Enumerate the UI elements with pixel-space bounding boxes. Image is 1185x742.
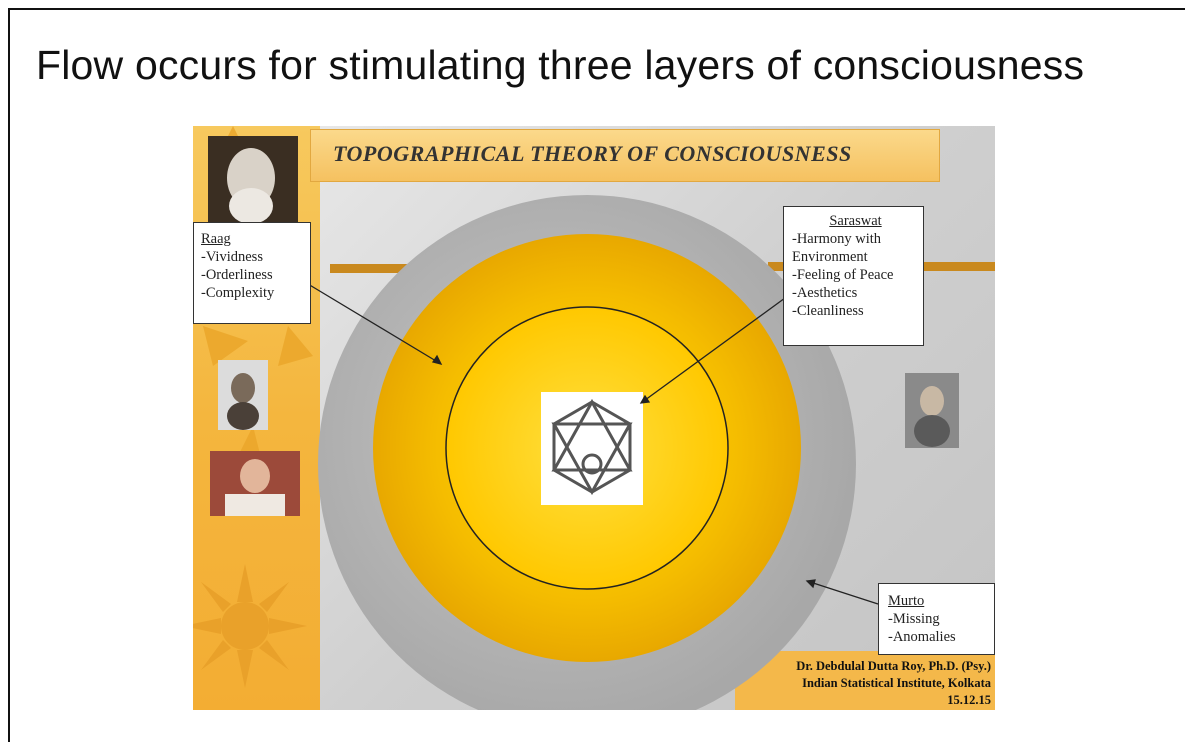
credit-date: 15.12.15 <box>741 692 991 709</box>
slide-image: TOPOGRAPHICAL THEORY OF CONSCIOUSNESS <box>193 126 995 710</box>
saraswat-heading: Saraswat <box>792 212 919 230</box>
saraswat-label-box: Saraswat -Harmony with Environment -Feel… <box>783 206 924 346</box>
saraswat-item: -Cleanliness <box>792 302 919 320</box>
page-title: Flow occurs for stimulating three layers… <box>36 42 1084 89</box>
author-credit: Dr. Debdulal Dutta Roy, Ph.D. (Psy.) Ind… <box>741 658 991 709</box>
murto-heading: Murto <box>888 592 994 610</box>
credit-institute: Indian Statistical Institute, Kolkata <box>741 675 991 692</box>
murto-label-box: Murto -Missing -Anomalies <box>878 583 995 655</box>
portrait-figure-three <box>210 451 300 516</box>
saraswat-item: -Aesthetics <box>792 284 919 302</box>
murto-item: -Anomalies <box>888 628 994 646</box>
raag-label-box: Raag -Vividness -Orderliness -Complexity <box>193 222 311 324</box>
portrait-aurobindo <box>218 360 268 430</box>
frame-top-border <box>8 8 1185 10</box>
saraswat-item: -Harmony with <box>792 230 919 248</box>
murto-item: -Missing <box>888 610 994 628</box>
raag-item: -Orderliness <box>201 266 310 284</box>
hexagon-symbol-icon <box>541 392 643 505</box>
saraswat-item: -Feeling of Peace <box>792 266 919 284</box>
raag-item: -Vividness <box>201 248 310 266</box>
credit-author: Dr. Debdulal Dutta Roy, Ph.D. (Psy.) <box>741 658 991 675</box>
saraswat-item: Environment <box>792 248 919 266</box>
portrait-tagore <box>208 136 298 224</box>
raag-heading: Raag <box>201 230 310 248</box>
frame-left-border <box>8 8 10 742</box>
portrait-vivekananda <box>905 373 959 448</box>
raag-item: -Complexity <box>201 284 310 302</box>
